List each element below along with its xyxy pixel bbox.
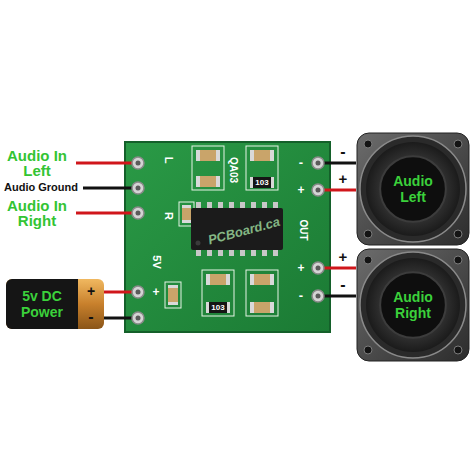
node-text: 5v DC Power [12,288,72,320]
speaker: Audio Right [356,248,470,362]
watermark: PCBoard.ca [207,215,282,247]
node-text: Audio Right [385,289,441,321]
polarity-mark: - [88,309,93,326]
node-text: QA03 [225,157,241,183]
pcb-board [125,142,330,332]
pin-label: + [297,262,304,275]
pin-label: + [152,286,159,299]
pin-label: + [297,184,304,197]
pad-holes [136,161,321,321]
pin-label: OUT [298,219,309,240]
resistor-code: 103 [211,303,224,311]
wire [330,162,356,165]
pin-label: R [162,212,174,220]
pin-label: 5V [150,255,162,268]
wire [330,189,356,192]
input-label: Audio Ground [4,182,78,194]
wire [104,317,125,320]
polarity-mark: + [87,284,95,299]
pin-label: - [299,156,303,170]
wire [330,267,356,270]
speaker: Audio Left [356,132,470,246]
resistor-code: 103 [255,178,268,186]
solder-pads [132,157,324,324]
input-label: Audio In Left [3,148,71,178]
polarity-mark: + [339,171,348,187]
pin-label: L [162,157,174,164]
amplifier-chip [191,202,283,256]
polarity-mark: - [340,144,345,161]
signal-wires [76,163,330,318]
input-label: Audio In Right [3,198,71,228]
pin-label: - [299,289,303,303]
wire [330,295,356,298]
polarity-mark: + [339,249,348,265]
wire [104,291,125,294]
polarity-mark: - [340,277,345,294]
node-text: Audio Left [385,173,441,205]
